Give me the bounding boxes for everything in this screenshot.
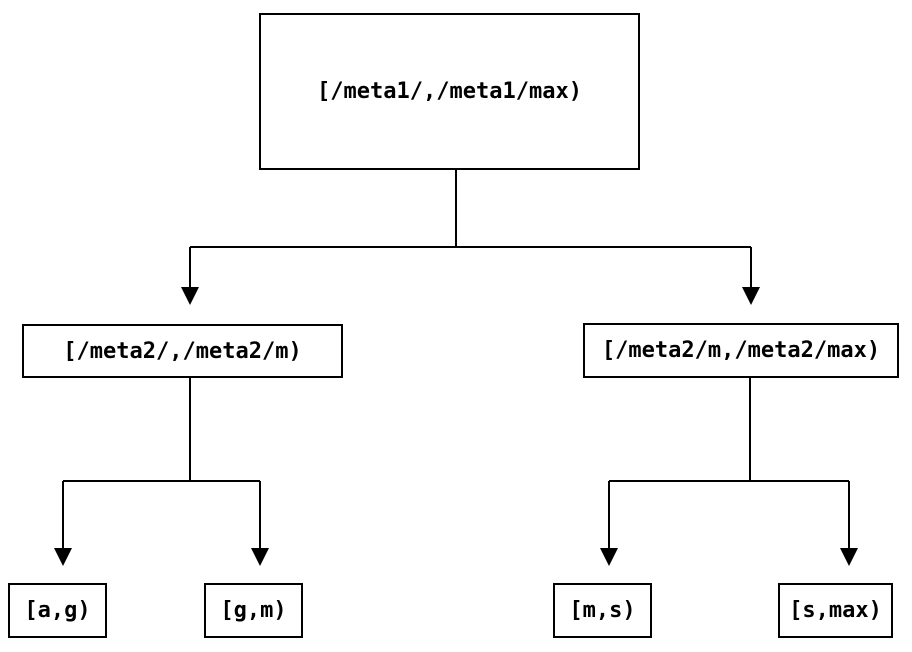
tree-node-leaf-ag: [a,g) [8,583,107,638]
tree-node-leaf-smax: [s,max) [778,583,893,638]
arrowhead-down-icon [54,548,72,566]
edge-root-to-level2 [189,170,752,287]
tree-node-leaf-ms: [m,s) [553,583,652,638]
tree-node-meta2-left: [/meta2/,/meta2/m) [22,324,343,378]
tree-node-meta2-right: [/meta2/m,/meta2/max) [583,323,899,378]
tree-node-root: [/meta1/,/meta1/max) [259,13,640,170]
arrowhead-down-icon [742,287,760,305]
edge-right-to-leaves [608,378,850,548]
edge-left-to-leaves [62,378,261,548]
arrowhead-down-icon [840,548,858,566]
arrowhead-down-icon [251,548,269,566]
tree-node-leaf-gm: [g,m) [204,583,303,638]
arrowhead-down-icon [600,548,618,566]
arrowhead-down-icon [181,287,199,305]
